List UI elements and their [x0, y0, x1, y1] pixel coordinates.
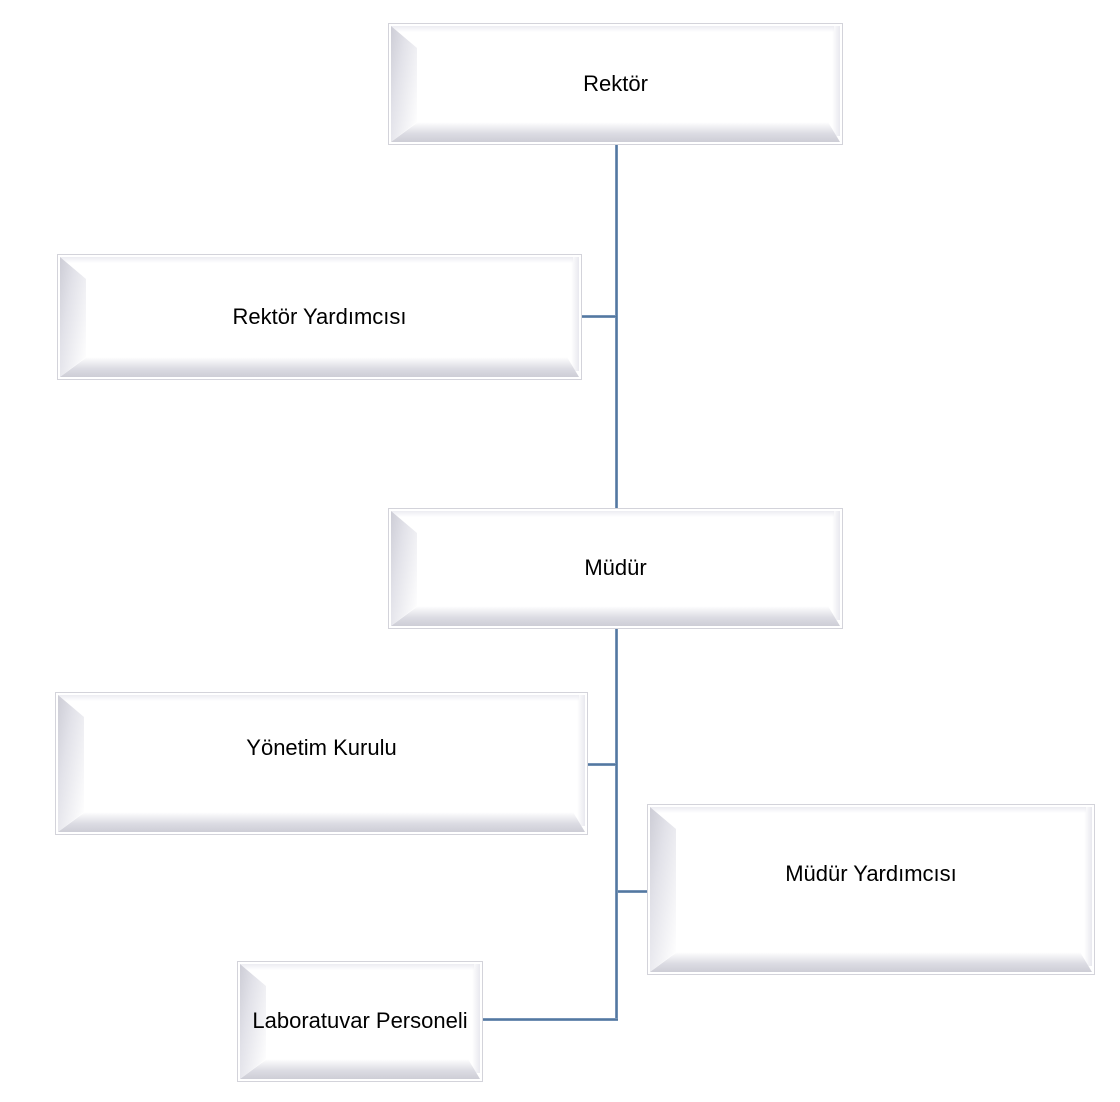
org-node-label-laboratuvar-personeli: Laboratuvar Personeli: [252, 1008, 468, 1034]
org-node-mudur: Müdür: [388, 508, 843, 629]
org-node-laboratuvar-personeli: Laboratuvar Personeli: [237, 961, 483, 1082]
org-node-rektor: Rektör: [388, 23, 843, 145]
org-node-label-yonetim-kurulu: Yönetim Kurulu: [246, 735, 397, 761]
connector-mudur-yardimcisi-branch: [618, 890, 648, 893]
org-node-label-mudur: Müdür: [584, 555, 647, 581]
org-node-label-rektor-yardimcisi: Rektör Yardımcısı: [232, 303, 407, 329]
connector-mudur-down-vertical: [615, 629, 618, 1021]
connector-rektor-to-mudur-vertical: [615, 145, 618, 508]
org-node-rektor-yardimcisi: Rektör Yardımcısı: [57, 254, 582, 380]
connector-yonetim-kurulu-branch: [588, 763, 616, 766]
org-node-yonetim-kurulu: Yönetim Kurulu: [55, 692, 588, 835]
org-node-label-rektor: Rektör: [583, 70, 648, 96]
connector-rektor-yardimcisi-branch: [582, 315, 616, 318]
org-node-label-mudur-yardimcisi: Müdür Yardımcısı: [785, 861, 957, 887]
connector-laboratuvar-personeli-branch: [483, 1018, 618, 1021]
org-node-mudur-yardimcisi: Müdür Yardımcısı: [647, 804, 1095, 975]
